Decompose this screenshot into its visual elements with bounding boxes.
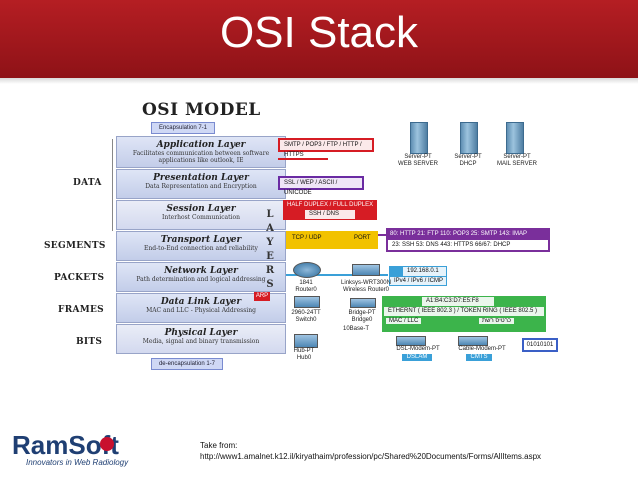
layer-presentation: Presentation Layer Data Representation a… <box>116 169 286 199</box>
letter: A <box>266 223 274 234</box>
pdu-packets: PACKETS <box>54 273 105 283</box>
cable-modem-label: Cable-Modem-PT <box>458 346 506 352</box>
network-line <box>286 274 388 276</box>
layers-vertical-label: L A Y E R S <box>264 208 276 292</box>
letter: S <box>266 279 274 290</box>
encapsulation-label: Encapsulation 7-1 <box>151 122 215 134</box>
layer-desc: Data Representation and Encryption <box>145 183 257 190</box>
network-proto: IPv4 / IPv6 / ICMP <box>390 277 446 285</box>
dslam-tag: DSLAM <box>402 354 432 361</box>
de-encapsulation-label: de-encapsulation 1-7 <box>151 358 223 370</box>
slide-title: OSI Stack <box>219 8 419 57</box>
layer-desc: Path determination and logical addressin… <box>136 276 266 283</box>
letter: R <box>265 265 275 276</box>
layer-name: Data Link Layer <box>160 297 242 307</box>
wireless-router-label: Linksys-WRT300N Wireless Router0 <box>341 280 391 293</box>
binary-value: 01010101 <box>524 340 556 350</box>
layer-desc: MAC and LLC - Physical Addressing <box>146 307 256 314</box>
pdu-frames: FRAMES <box>58 305 104 315</box>
layer-physical: Physical Layer Media, signal and binary … <box>116 324 286 354</box>
layer-desc: Facilitates communication between softwa… <box>132 150 270 164</box>
router0-label: 1841 Router0 <box>295 280 317 293</box>
pdu-bits: BITS <box>76 337 103 347</box>
session-bar-text-2: SSH / DNS <box>305 210 355 219</box>
transport-bar-text: TCP / UDP <box>292 235 322 241</box>
web-server-icon <box>410 122 428 154</box>
application-line <box>278 158 328 160</box>
layer-name: Physical Layer <box>164 328 238 338</box>
presentation-bar: SSL / WEP / ASCII / UNICODE <box>278 176 364 196</box>
tenbase-label: 10Base-T <box>342 326 369 332</box>
router-icon <box>293 262 321 278</box>
credit-link[interactable]: http://www1.amalnet.k12.il/kiryathaim/pr… <box>200 452 542 461</box>
source-credit: Take from: http://www1.amalnet.k12.il/ki… <box>200 440 620 462</box>
layer-transport: Transport Layer End-to-End connection an… <box>116 231 286 261</box>
pdu-data: DATA <box>73 178 102 188</box>
layer-application: Application Layer Facilitates communicat… <box>116 136 286 168</box>
layer-name: Network Layer <box>164 266 238 276</box>
transport-port-text: PORT <box>354 235 371 241</box>
layer-name: Presentation Layer <box>153 173 249 183</box>
cable-modem-icon <box>458 336 488 346</box>
logo-dot-icon <box>100 437 114 451</box>
layer-desc: End-to-End connection and reliability <box>144 245 258 252</box>
title-shadow <box>0 78 638 84</box>
ports-line-2: 23: SSH 53: DNS 443: HTTPS 66/67: DHCP <box>388 240 548 250</box>
osi-diagram: OSI MODEL Encapsulation 7-1 DATA SEGMENT… <box>40 96 597 404</box>
datalink-hebrew: כרטיס רשת <box>479 318 515 324</box>
application-bar: SMTP / POP3 / FTP / HTTP / HTTPS <box>278 138 374 158</box>
datalink-mac-llc: MAC / LLC <box>386 318 422 324</box>
pdu-segments: SEGMENTS <box>44 241 106 251</box>
datalink-line-1: ETHERNT ( IEEE 802.3 ) / TOKEN RING ( IE… <box>384 307 544 316</box>
network-bar: 192.168.0.1 IPv4 / IPv6 / ICMP <box>389 266 447 286</box>
cmts-tag: CMTS <box>466 354 492 361</box>
data-bracket <box>112 139 113 231</box>
ports-line-1: 80: HTTP 21: FTP 110: POP3 25: SMTP 143:… <box>386 229 550 239</box>
physical-bar: 01010101 <box>522 338 558 352</box>
layer-network: Network Layer Path determination and log… <box>116 262 286 292</box>
port-connector <box>378 234 386 236</box>
application-bar-text: SMTP / POP3 / FTP / HTTP / HTTPS <box>280 140 372 158</box>
switch-icon <box>294 296 320 308</box>
letter: Y <box>266 237 274 248</box>
datalink-line-2: MAC / LLC כרטיס רשת <box>382 317 546 326</box>
dsl-modem-label: DSL-Modem-PT <box>396 346 440 352</box>
hub0-label: Hub-PT Hub0 <box>293 348 315 361</box>
hub-icon <box>294 334 318 348</box>
layer-name: Transport Layer <box>160 235 242 245</box>
transport-bar: TCP / UDP PORT <box>286 231 378 249</box>
title-bar <box>0 0 638 78</box>
layer-name: Session Layer <box>166 204 236 214</box>
osi-model-heading: OSI MODEL <box>142 100 261 120</box>
letter: E <box>266 251 274 262</box>
arp-tag: ARP <box>254 292 270 301</box>
session-bar-text-1: HALF DUPLEX / FULL DUPLEX <box>287 202 374 208</box>
network-ip: 192.168.0.1 <box>403 267 446 276</box>
presentation-bar-text: SSL / WEP / ASCII / UNICODE <box>280 178 362 196</box>
credit-line-1: Take from: <box>200 441 238 450</box>
logo-tagline: Innovators in Web Radiology <box>26 458 129 467</box>
wireless-router-icon <box>352 264 380 276</box>
ports-bar: 80: HTTP 21: FTP 110: POP3 25: SMTP 143:… <box>386 228 550 252</box>
bridge0-label: Bridge-PT Bridge0 <box>348 310 376 323</box>
layer-desc: Media, signal and binary transmission <box>142 338 260 345</box>
bridge-icon <box>350 298 376 308</box>
layer-name: Application Layer <box>156 140 246 150</box>
mac-address: A1:B4:C3:D7:E5:F8 <box>422 297 494 306</box>
server-web-label: Server-PT WEB SERVER <box>398 154 438 167</box>
server-mail-label: Server-PT MAIL SERVER <box>496 154 537 167</box>
letter: L <box>266 209 274 220</box>
layer-session: Session Layer Interhost Communication <box>116 200 286 230</box>
layer-desc: Interhost Communication <box>162 214 240 221</box>
dhcp-server-icon <box>460 122 478 154</box>
mail-server-icon <box>506 122 524 154</box>
session-bar: HALF DUPLEX / FULL DUPLEX SSH / DNS <box>283 200 377 220</box>
server-dhcp-label: Server-PT DHCP <box>454 154 482 167</box>
dsl-modem-icon <box>396 336 426 346</box>
datalink-bar: A1:B4:C3:D7:E5:F8 ETHERNT ( IEEE 802.3 )… <box>382 296 546 332</box>
switch0-label: 2960-24TT Switch0 <box>291 310 321 323</box>
